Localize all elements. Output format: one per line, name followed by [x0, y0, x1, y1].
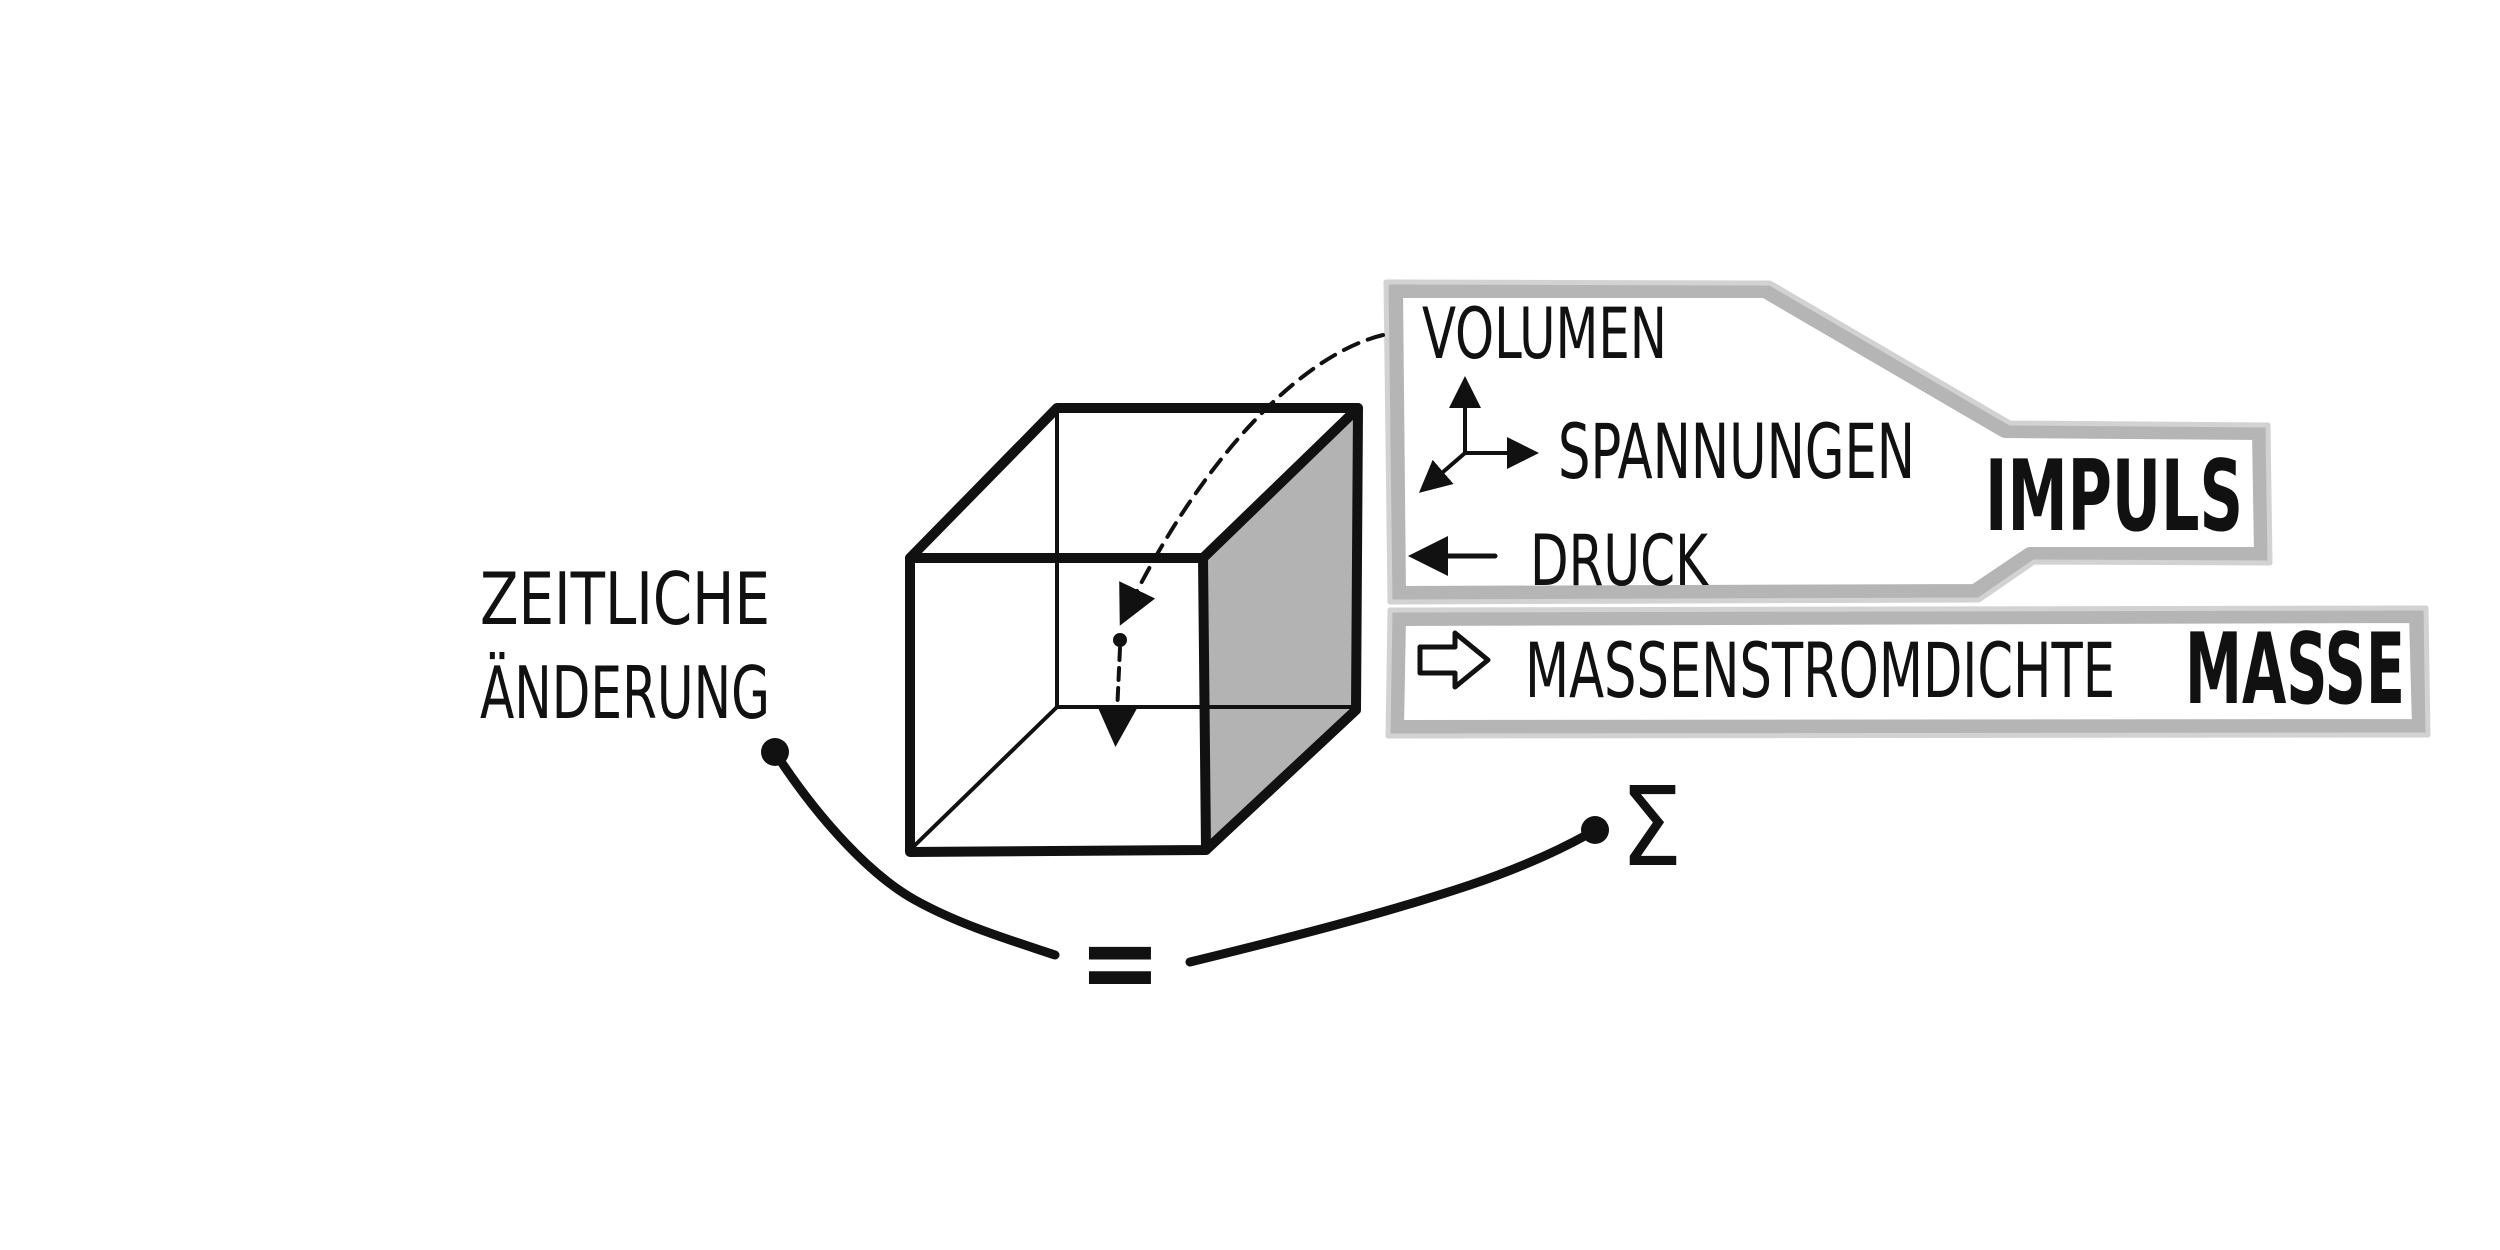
mass-group-outline	[1385, 605, 2431, 739]
mass-flux-arrow-icon	[1417, 630, 1491, 690]
volume-pointer-arrow	[1119, 333, 1385, 626]
stress-axes-icon	[1418, 376, 1539, 493]
label-time-change-line1: ZEITLICHE	[480, 557, 770, 641]
label-volume: VOLUMEN	[1422, 293, 1667, 375]
balance-curve-right	[1185, 816, 1609, 967]
label-sum: Σ	[1620, 763, 1683, 891]
label-mass: MASSE	[2185, 613, 2405, 727]
momentum-group-outline	[1383, 279, 2273, 605]
control-volume-cube	[905, 403, 1363, 857]
label-time-change-line2: ÄNDERUNG	[480, 651, 770, 735]
label-pressure: DRUCK	[1530, 520, 1709, 602]
label-equals: =	[1079, 898, 1162, 1026]
body-force-arrow	[1097, 633, 1138, 747]
label-momentum: IMPULS	[1985, 440, 2243, 554]
balance-curve-left	[761, 738, 1060, 960]
label-stresses: SPANNUNGEN	[1558, 407, 1915, 496]
label-mass-flux-density: MASSENSTROMDICHTE	[1525, 626, 2115, 715]
